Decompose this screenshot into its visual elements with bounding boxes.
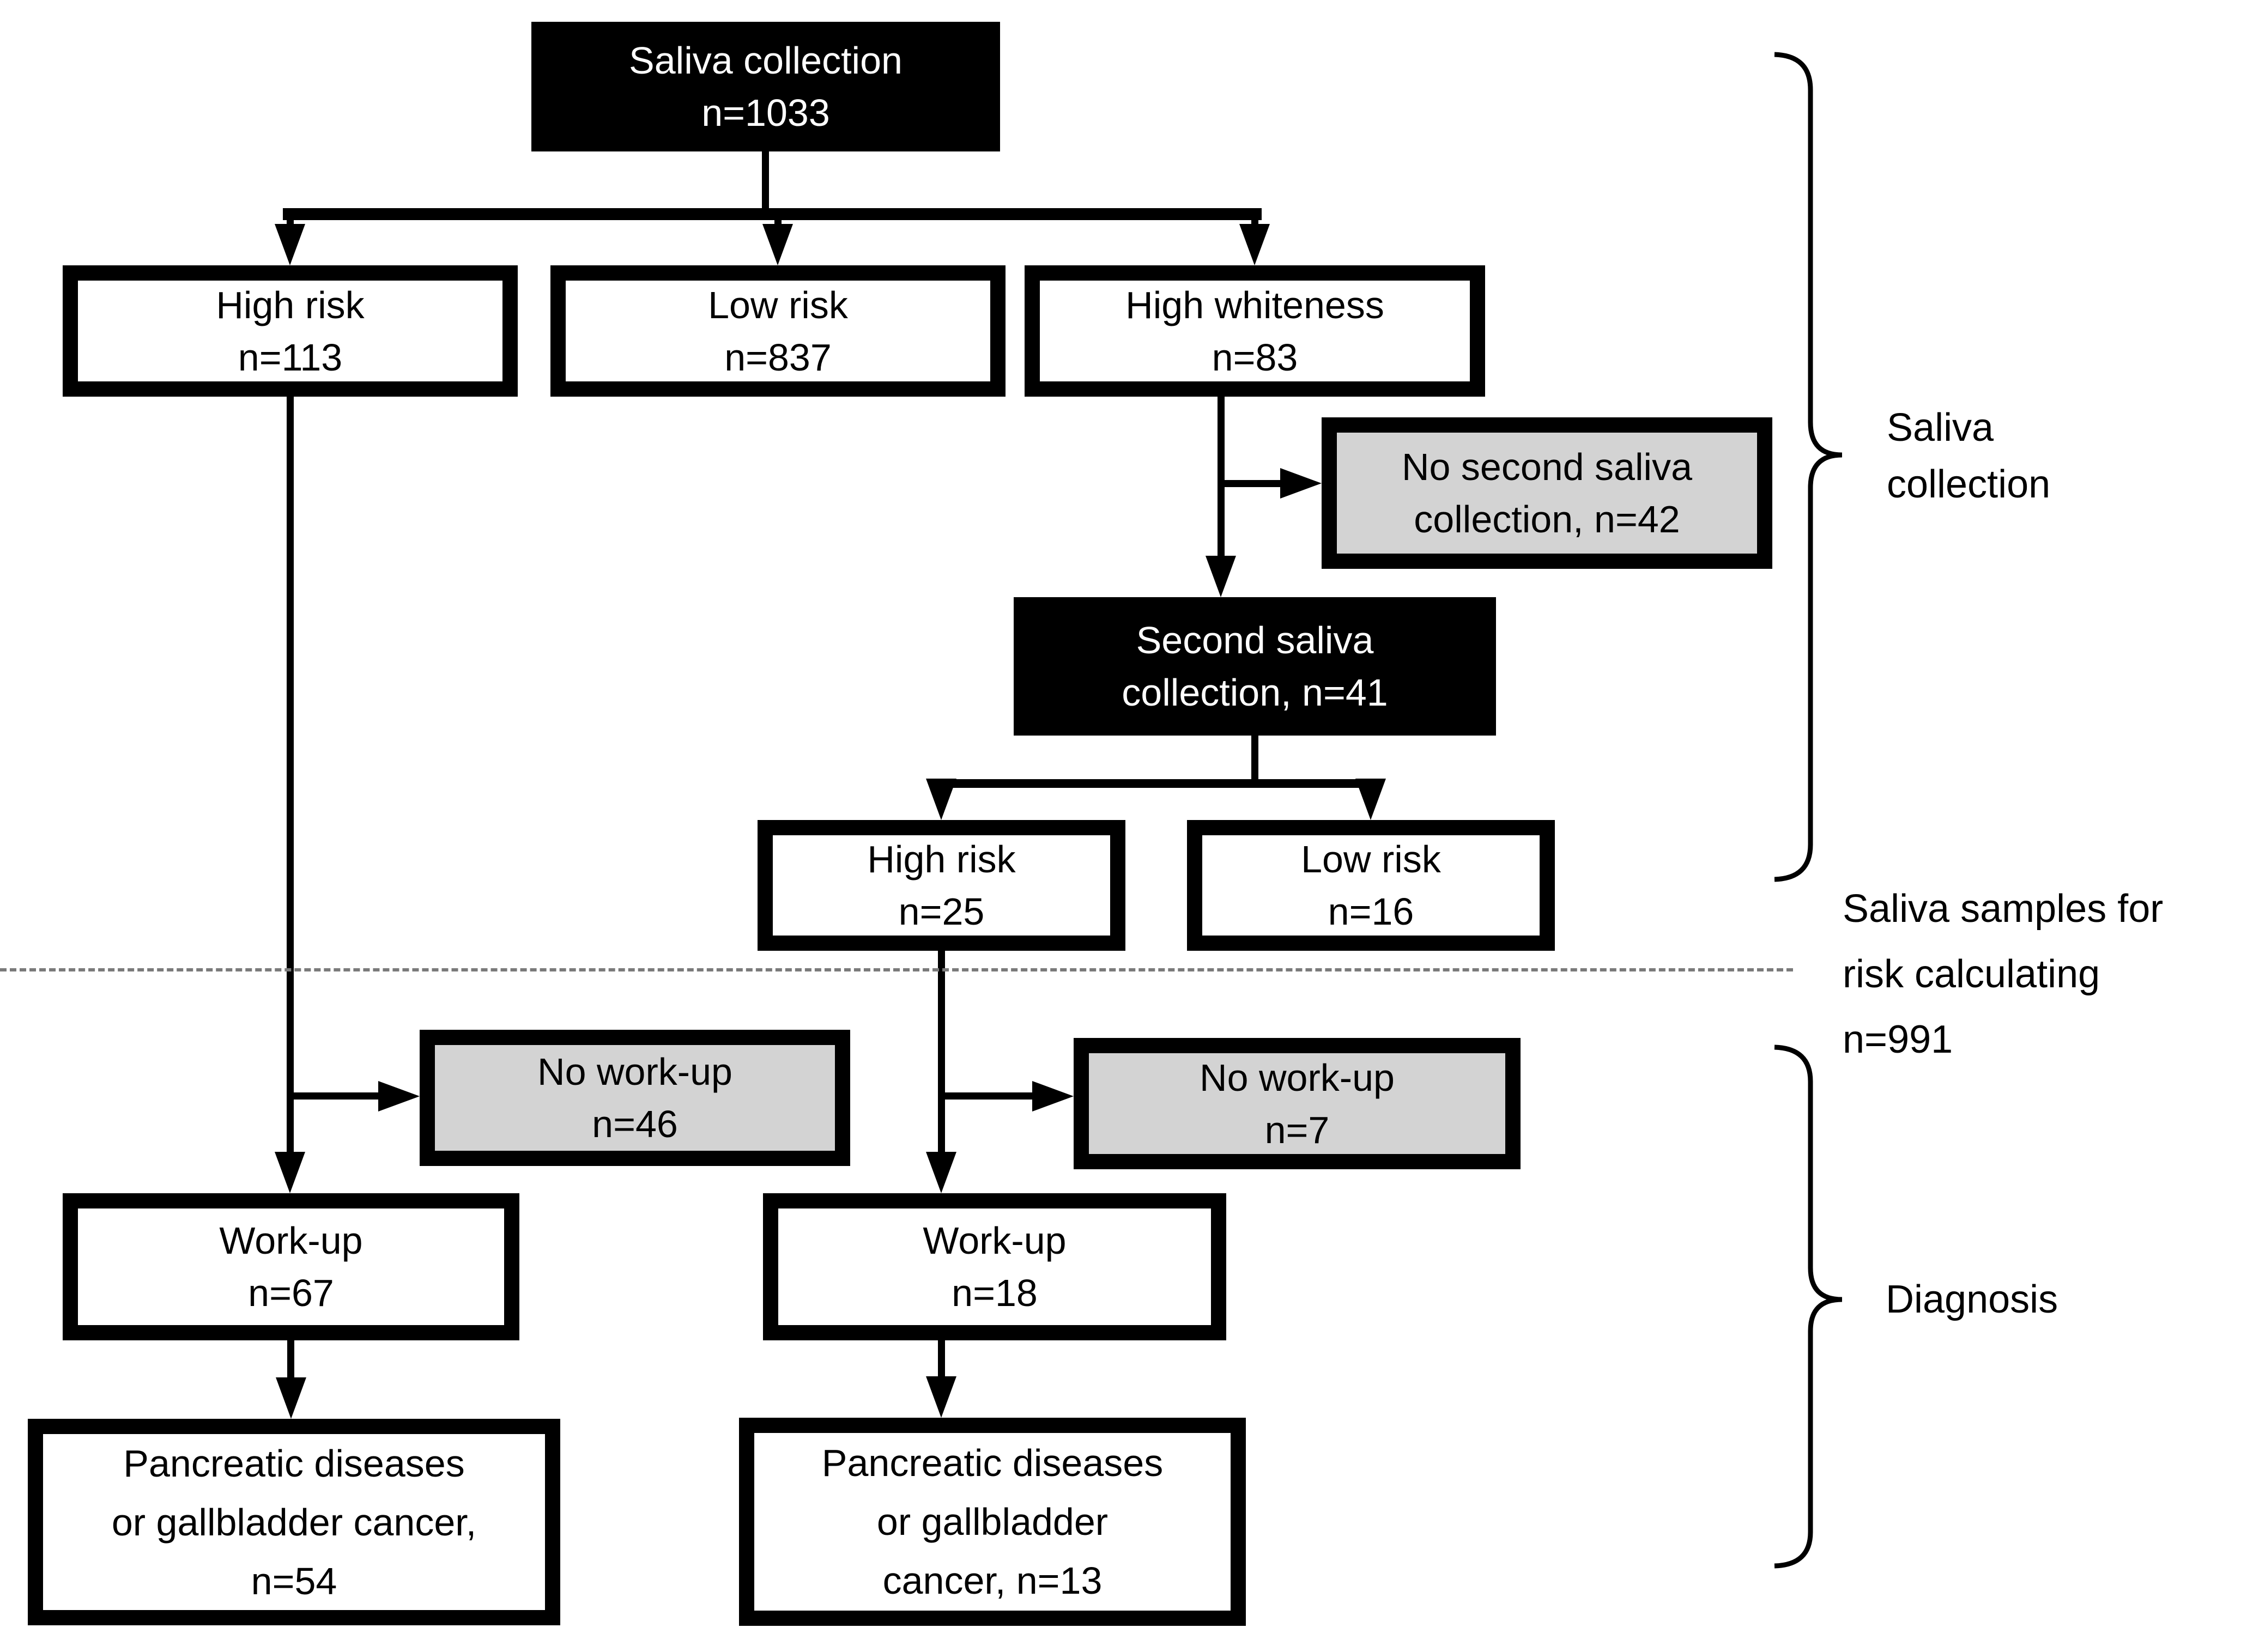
node-pancreatic-second: Pancreatic diseases or gallbladder cance… — [739, 1418, 1246, 1626]
node-count: n=113 — [238, 336, 343, 379]
connector-branch-no-work-up-2 — [941, 1092, 1035, 1100]
brace-diagnosis-icon — [1774, 1044, 1843, 1569]
arrowhead-to-work-up-2 — [926, 1152, 956, 1193]
connector-second-stem — [1251, 736, 1258, 780]
arrowhead-to-second-collection — [1206, 556, 1236, 597]
connector-high-risk-stem — [287, 397, 294, 1154]
arrowhead-to-low-risk-2 — [1355, 779, 1386, 820]
node-label: Work-up — [219, 1219, 363, 1262]
node-low-risk-initial: Low risk n=837 — [550, 265, 1006, 397]
connector-high-risk-2-stem — [938, 951, 945, 1154]
label-line: collection — [1887, 463, 2051, 506]
node-count: n=83 — [1212, 336, 1298, 379]
node-label: No work-up — [1200, 1056, 1395, 1099]
node-high-risk-second: High risk n=25 — [758, 820, 1125, 951]
connector-root-stem — [762, 151, 769, 208]
label-line: n=991 — [1843, 1018, 1953, 1061]
arrowhead-to-high-risk — [275, 224, 305, 265]
node-work-up-second: Work-up n=18 — [763, 1193, 1226, 1340]
connector-whiteness-stem — [1218, 397, 1225, 558]
connector-branch-no-work-up-1 — [290, 1092, 381, 1100]
node-count: n=18 — [952, 1272, 1038, 1314]
node-high-risk-initial: High risk n=113 — [63, 265, 518, 397]
node-low-risk-second: Low risk n=16 — [1187, 820, 1555, 951]
arrowhead-to-pancreatic-1 — [276, 1377, 306, 1419]
connector-work-up-2-stem — [938, 1340, 945, 1378]
arrowhead-to-no-second — [1280, 468, 1322, 499]
arrowhead-to-high-risk-2 — [926, 779, 956, 820]
brace-saliva-collection-icon — [1774, 52, 1843, 882]
arrowhead-to-low-risk — [762, 224, 793, 265]
node-count: collection, n=41 — [1122, 671, 1388, 714]
node-count: cancer, n=13 — [882, 1559, 1103, 1602]
node-label: Pancreatic diseases — [821, 1442, 1164, 1484]
node-count: n=67 — [248, 1272, 334, 1314]
phase-divider-dashed-line — [0, 968, 1793, 971]
label-risk-samples: Saliva samples for risk calculating n=99… — [1843, 876, 2163, 1072]
label-diagnosis-phase: Diagnosis — [1886, 1271, 2058, 1328]
node-high-whiteness: High whiteness n=83 — [1025, 265, 1485, 397]
connector-second-bar — [933, 779, 1379, 788]
node-label: High risk — [216, 283, 365, 326]
arrowhead-to-high-whiteness — [1239, 224, 1270, 265]
node-count: n=46 — [592, 1103, 678, 1145]
label-line: Saliva — [1887, 406, 1994, 450]
arrowhead-to-pancreatic-2 — [926, 1376, 956, 1418]
node-second-saliva-collection: Second saliva collection, n=41 — [1014, 597, 1496, 736]
node-label: Work-up — [923, 1219, 1067, 1262]
connector-top-bar — [283, 208, 1262, 220]
node-count: collection, n=42 — [1414, 498, 1680, 540]
node-label: or gallbladder — [876, 1501, 1109, 1543]
node-work-up-high-risk: Work-up n=67 — [63, 1193, 519, 1340]
node-label: Saliva collection — [629, 39, 903, 82]
node-label: High risk — [867, 838, 1016, 880]
node-label: or gallbladder cancer, — [111, 1501, 477, 1544]
arrowhead-to-work-up-1 — [275, 1152, 305, 1193]
node-no-work-up-high-risk: No work-up n=46 — [420, 1030, 850, 1166]
arrowhead-to-no-work-up-1 — [378, 1081, 420, 1112]
node-saliva-collection: Saliva collection n=1033 — [531, 22, 1000, 151]
node-count: n=1033 — [701, 92, 830, 134]
node-pancreatic-high-risk: Pancreatic diseases or gallbladder cance… — [28, 1419, 560, 1625]
label-saliva-collection-phase: Saliva collection — [1887, 399, 2050, 513]
node-label: Low risk — [708, 283, 848, 326]
arrowhead-to-no-work-up-2 — [1032, 1081, 1074, 1112]
node-label: Pancreatic diseases — [123, 1442, 465, 1485]
connector-branch-no-second — [1221, 480, 1283, 487]
node-label: No second saliva — [1401, 446, 1693, 488]
node-label: High whiteness — [1125, 283, 1384, 326]
node-count: n=837 — [724, 336, 832, 379]
node-no-work-up-second: No work-up n=7 — [1074, 1038, 1521, 1169]
label-line: Saliva samples for — [1843, 887, 2164, 931]
node-count: n=16 — [1328, 890, 1414, 933]
node-label: No work-up — [537, 1050, 732, 1093]
node-count: n=7 — [1264, 1108, 1330, 1151]
node-count: n=25 — [898, 890, 985, 933]
label-line: risk calculating — [1843, 952, 2100, 996]
node-label: Low risk — [1301, 838, 1441, 880]
node-count: n=54 — [251, 1559, 337, 1602]
label-line: Diagnosis — [1886, 1278, 2058, 1321]
connector-work-up-1-stem — [287, 1340, 294, 1380]
node-no-second-saliva-collection: No second saliva collection, n=42 — [1322, 417, 1772, 569]
node-label: Second saliva — [1136, 619, 1374, 661]
